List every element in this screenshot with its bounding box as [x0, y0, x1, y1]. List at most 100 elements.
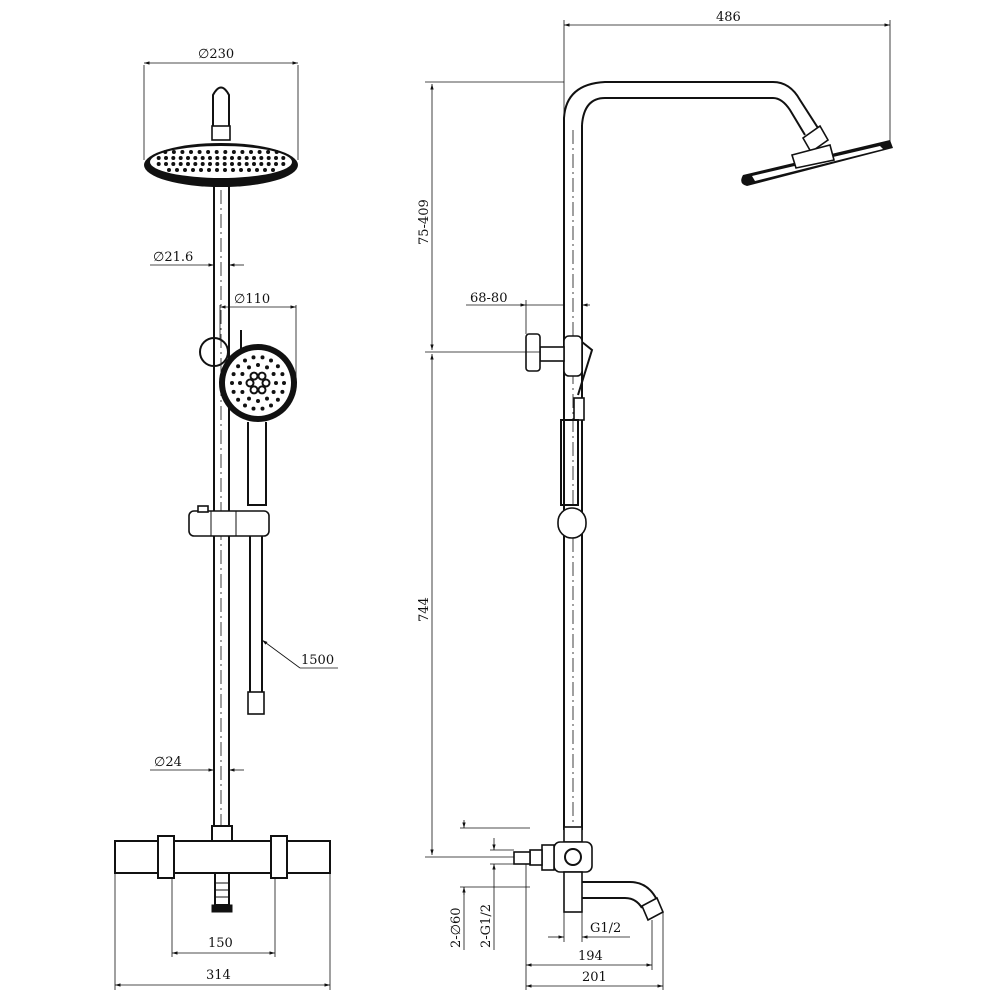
dim-escutcheon: 2-∅60 — [449, 907, 464, 948]
shower-arm-outer — [563, 81, 819, 129]
hand-shower-nozzles — [230, 355, 286, 411]
mixer-left-collar — [157, 835, 175, 879]
hand-nozzle-dot — [230, 381, 234, 385]
nozzle-dot — [259, 162, 264, 166]
slide-holder — [188, 510, 270, 537]
dim-inlet-thread: 2-G1/2 — [479, 904, 494, 948]
hand-nozzle-dot — [269, 403, 273, 408]
nozzle-dot — [197, 150, 202, 154]
nozzle-dot — [208, 156, 212, 160]
nozzle-dot — [180, 150, 185, 154]
nozzle-dot — [167, 168, 171, 172]
nozzle-dot — [215, 168, 219, 172]
hand-nozzle-dot — [247, 365, 251, 370]
shower-head-face — [150, 146, 292, 178]
side-hand-shower — [560, 419, 579, 506]
hand-nozzle-dot — [269, 358, 273, 363]
nozzle-dot — [163, 150, 168, 154]
nozzle-dot — [249, 150, 253, 154]
hand-nozzle-dot — [282, 381, 286, 385]
side-spout-body — [563, 871, 583, 913]
dim-outlet-thread: G1/2 — [590, 921, 621, 936]
mixer-right-collar — [270, 835, 288, 879]
hand-nozzle-dot — [271, 390, 276, 394]
nozzle-dot — [244, 156, 249, 160]
side-inlet-nut — [529, 849, 543, 866]
side-view: 486 75-409 744 68-80 2-∅60 — [417, 10, 893, 990]
side-mixer-port — [564, 848, 582, 866]
hand-nozzle-dot — [243, 358, 247, 363]
riser-top-nut — [211, 125, 231, 141]
hand-shower — [219, 344, 297, 506]
nozzle-dot — [191, 168, 195, 172]
nozzle-dot — [199, 168, 203, 172]
hand-nozzle-dot — [271, 372, 276, 376]
nozzle-dot — [266, 156, 271, 160]
shower-arm-inner — [581, 97, 806, 136]
nozzle-dot — [223, 150, 228, 154]
nozzle-dot — [208, 162, 212, 166]
nozzle-dot — [175, 168, 179, 172]
shower-head-nozzles — [156, 150, 286, 172]
nozzle-dot — [255, 168, 259, 172]
nozzle-dot — [257, 150, 262, 154]
nozzle-dot — [222, 162, 227, 166]
hand-center-ring — [257, 385, 267, 395]
hand-center-ring — [261, 378, 271, 388]
hand-nozzle-dot — [275, 364, 280, 369]
nozzle-dot — [200, 162, 205, 166]
side-mixer — [513, 826, 665, 922]
nozzle-dot — [178, 162, 183, 166]
nozzle-dot — [171, 162, 176, 166]
hand-nozzle-dot — [265, 396, 269, 401]
nozzle-dot — [183, 168, 187, 172]
nozzle-dot — [252, 162, 256, 166]
nozzle-dot — [240, 150, 245, 154]
hand-center-ring — [249, 385, 259, 395]
arm-ball-joint — [801, 124, 830, 154]
hand-nozzle-dot — [280, 372, 285, 377]
dim-centers: 150 — [208, 936, 233, 951]
nozzle-dot — [178, 156, 183, 160]
dim-overall-width: 314 — [206, 968, 231, 983]
side-mixer-top-nut — [563, 826, 583, 843]
side-slide-holder — [557, 507, 587, 539]
hand-nozzle-dot — [280, 389, 285, 394]
nozzle-dot — [207, 168, 211, 172]
hand-nozzle-dot — [238, 381, 242, 385]
nozzle-dot — [193, 156, 198, 160]
diverter-knob — [199, 337, 229, 367]
nozzle-dot — [230, 162, 234, 166]
side-diverter-lever — [577, 341, 594, 396]
nozzle-dot — [281, 156, 286, 160]
nozzle-dot — [215, 156, 220, 160]
nozzle-dot — [222, 156, 227, 160]
dim-lower-pipe-diameter: ∅24 — [154, 755, 182, 770]
front-view: ∅230 ∅21.6 ∅110 1500 ∅24 150 — [114, 47, 338, 990]
hand-nozzle-dot — [236, 364, 241, 369]
side-spout-bottom — [582, 897, 643, 909]
mixer-body — [114, 840, 331, 874]
nozzle-dot — [266, 162, 271, 166]
nozzle-dot — [259, 156, 264, 160]
nozzle-dot — [206, 150, 211, 154]
dim-pipe-diameter: ∅21.6 — [153, 250, 193, 265]
nozzle-dot — [231, 168, 235, 172]
hand-nozzle-dot — [251, 406, 256, 411]
nozzle-dot — [239, 168, 243, 172]
dim-lower-height: 744 — [417, 597, 432, 622]
nozzle-dot — [230, 156, 234, 160]
mixer-outlet-nut — [211, 825, 233, 842]
spout-stub-end — [211, 904, 233, 913]
side-diverter-stem — [539, 346, 565, 362]
side-hand-holder — [573, 397, 585, 421]
hose-end-nut — [247, 691, 265, 715]
nozzle-dot — [274, 162, 278, 166]
side-mixer-body — [553, 841, 593, 873]
nozzle-dot — [200, 156, 205, 160]
dim-hose-length: 1500 — [301, 653, 334, 668]
nozzle-dot — [274, 156, 278, 160]
hand-nozzle-dot — [231, 372, 236, 377]
